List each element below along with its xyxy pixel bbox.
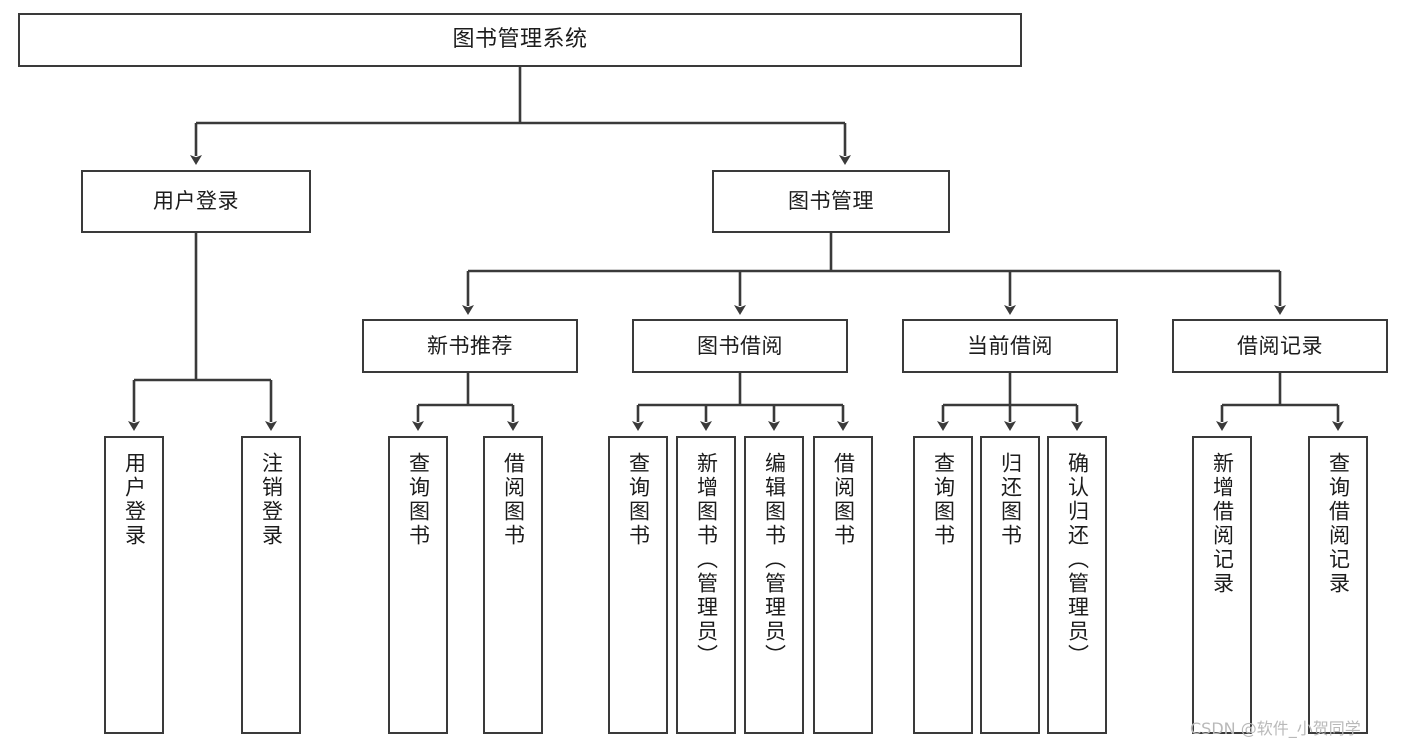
node-label: 用户登录 [153, 189, 239, 214]
leaf-add-book[interactable]: 新增图书（管理员） [676, 436, 736, 734]
leaf-user-login[interactable]: 用户登录 [104, 436, 164, 734]
leaf-borrow-book-2[interactable]: 借阅图书 [813, 436, 873, 734]
leaf-logout-login[interactable]: 注销登录 [241, 436, 301, 734]
leaf-add-borrow-record[interactable]: 新增借阅记录 [1192, 436, 1252, 734]
node-label: 查询借阅记录 [1326, 452, 1351, 596]
node-label: 图书管理系统 [452, 27, 588, 53]
leaf-query-book-3[interactable]: 查询图书 [913, 436, 973, 734]
node-label: 借阅图书 [831, 452, 856, 548]
node-label: 当前借阅 [967, 333, 1053, 358]
node-book-borrow[interactable]: 图书借阅 [632, 319, 848, 373]
leaf-confirm-return[interactable]: 确认归还（管理员） [1047, 436, 1107, 734]
node-label: 新增借阅记录 [1210, 452, 1235, 596]
leaf-borrow-book-1[interactable]: 借阅图书 [483, 436, 543, 734]
node-user-login[interactable]: 用户登录 [81, 170, 311, 233]
node-label: 图书借阅 [697, 333, 783, 358]
leaf-edit-book[interactable]: 编辑图书（管理员） [744, 436, 804, 734]
node-label: 借阅记录 [1237, 333, 1323, 358]
node-label: 查询图书 [406, 452, 431, 548]
node-label: 确认归还（管理员） [1065, 452, 1090, 668]
watermark-text: CSDN @软件_小贺同学 [1190, 719, 1361, 738]
node-label: 新增图书（管理员） [694, 452, 719, 668]
node-borrow-record[interactable]: 借阅记录 [1172, 319, 1388, 373]
node-label: 查询图书 [931, 452, 956, 548]
node-label: 图书管理 [788, 189, 874, 214]
node-label: 查询图书 [626, 452, 651, 548]
leaf-query-borrow-record[interactable]: 查询借阅记录 [1308, 436, 1368, 734]
leaf-return-book[interactable]: 归还图书 [980, 436, 1040, 734]
node-new-book-recommend[interactable]: 新书推荐 [362, 319, 578, 373]
node-label: 用户登录 [122, 452, 147, 548]
node-book-manage[interactable]: 图书管理 [712, 170, 950, 233]
leaf-query-book-1[interactable]: 查询图书 [388, 436, 448, 734]
node-label: 编辑图书（管理员） [762, 452, 787, 668]
node-root-book-management-system[interactable]: 图书管理系统 [18, 13, 1022, 67]
node-label: 归还图书 [998, 452, 1023, 548]
node-current-borrow[interactable]: 当前借阅 [902, 319, 1118, 373]
leaf-query-book-2[interactable]: 查询图书 [608, 436, 668, 734]
node-label: 新书推荐 [427, 333, 513, 358]
node-label: 借阅图书 [501, 452, 526, 548]
node-label: 注销登录 [259, 452, 284, 548]
